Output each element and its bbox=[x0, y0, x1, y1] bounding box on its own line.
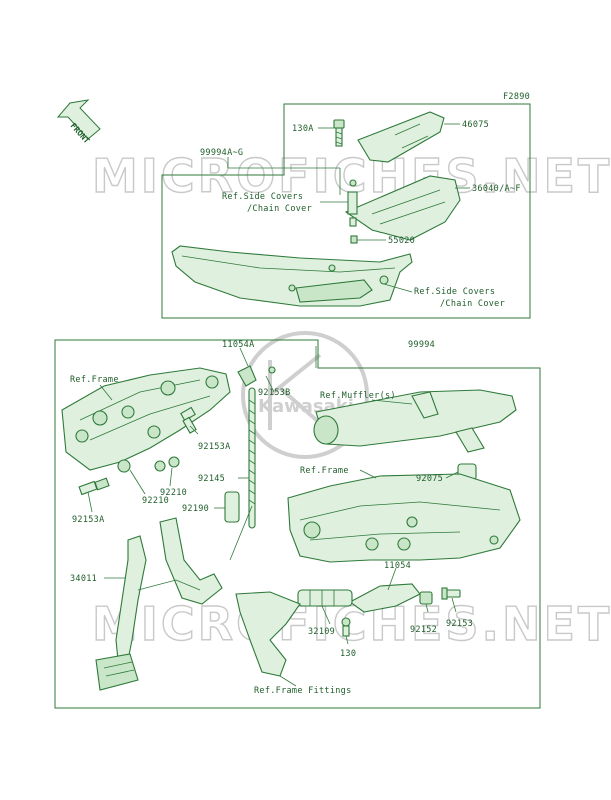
figure-code: F2890 bbox=[503, 92, 530, 102]
label-130a: 130A bbox=[292, 124, 314, 134]
lower-leaders bbox=[87, 346, 459, 687]
label-92145: 92145 bbox=[198, 474, 225, 484]
label-ref-side-covers-2a: Ref.Side Covers bbox=[414, 287, 495, 297]
bolt-130 bbox=[341, 617, 351, 637]
upper-parts bbox=[171, 111, 461, 307]
label-11054: 11054 bbox=[384, 561, 411, 571]
label-ref-side-covers-1b: /Chain Cover bbox=[247, 204, 312, 214]
label-99994a-g: 99994A~G bbox=[200, 148, 243, 158]
grommet-55020 bbox=[350, 235, 358, 244]
bracket-11054a bbox=[237, 365, 257, 387]
label-92153a-upper: 92153A bbox=[198, 442, 231, 452]
label-92153b: 92153B bbox=[258, 388, 291, 398]
spring-92145 bbox=[248, 387, 256, 529]
bolt-92153a-lower bbox=[78, 477, 110, 496]
label-34011: 34011 bbox=[70, 574, 97, 584]
lower-group-frame bbox=[54, 339, 541, 709]
label-92210-b: 92210 bbox=[142, 496, 169, 506]
frame-left bbox=[61, 367, 231, 471]
label-55020: 55020 bbox=[388, 236, 415, 246]
label-11054a: 11054A bbox=[222, 340, 255, 350]
upper-group-frame bbox=[161, 103, 531, 319]
label-92210-a: 92210 bbox=[160, 488, 187, 498]
bolt-92153 bbox=[441, 587, 461, 600]
label-130: 130 bbox=[340, 649, 356, 659]
watermark-text-bottom: MICROFICHES.NET bbox=[92, 597, 611, 651]
frame-right bbox=[287, 473, 521, 563]
label-32109: 32109 bbox=[308, 627, 335, 637]
stand-foot bbox=[95, 653, 139, 691]
upper-leaders bbox=[227, 123, 470, 293]
label-ref-muffler: Ref.Muffler(s) bbox=[320, 391, 396, 401]
front-arrow-icon: FRONT bbox=[56, 99, 101, 145]
label-36040: 36040/A~F bbox=[472, 184, 521, 194]
label-ref-frame-fittings: Ref.Frame Fittings bbox=[254, 686, 352, 696]
label-46075: 46075 bbox=[462, 120, 489, 130]
nut-92210-c bbox=[168, 456, 180, 468]
label-92075: 92075 bbox=[416, 474, 443, 484]
lower-parts bbox=[61, 365, 521, 691]
label-ref-side-covers-2b: /Chain Cover bbox=[440, 299, 505, 309]
label-92152: 92152 bbox=[410, 625, 437, 635]
label-99994: 99994 bbox=[408, 340, 435, 350]
label-92153a-lower: 92153A bbox=[72, 515, 105, 525]
bracket-46075 bbox=[357, 111, 445, 163]
footrest-arm bbox=[235, 591, 301, 677]
collar-92190 bbox=[224, 491, 240, 523]
cowl-99994a bbox=[171, 245, 413, 307]
nut-92210-b bbox=[154, 460, 166, 472]
label-ref-frame-1: Ref.Frame bbox=[70, 375, 119, 385]
footrest-32109 bbox=[297, 589, 353, 607]
muffler bbox=[315, 389, 517, 447]
label-ref-frame-2: Ref.Frame bbox=[300, 466, 349, 476]
damper-36040 bbox=[347, 191, 358, 215]
label-92153: 92153 bbox=[446, 619, 473, 629]
side-cover-36040 bbox=[344, 175, 461, 241]
bolt-130a bbox=[333, 119, 345, 147]
label-ref-side-covers-1a: Ref.Side Covers bbox=[222, 192, 303, 202]
collar-92152 bbox=[419, 591, 433, 605]
part-labels: 130A 46075 99994A~G Ref.Side Covers /Cha… bbox=[70, 120, 521, 696]
nut-92210-a bbox=[117, 459, 131, 473]
label-92190: 92190 bbox=[182, 504, 209, 514]
